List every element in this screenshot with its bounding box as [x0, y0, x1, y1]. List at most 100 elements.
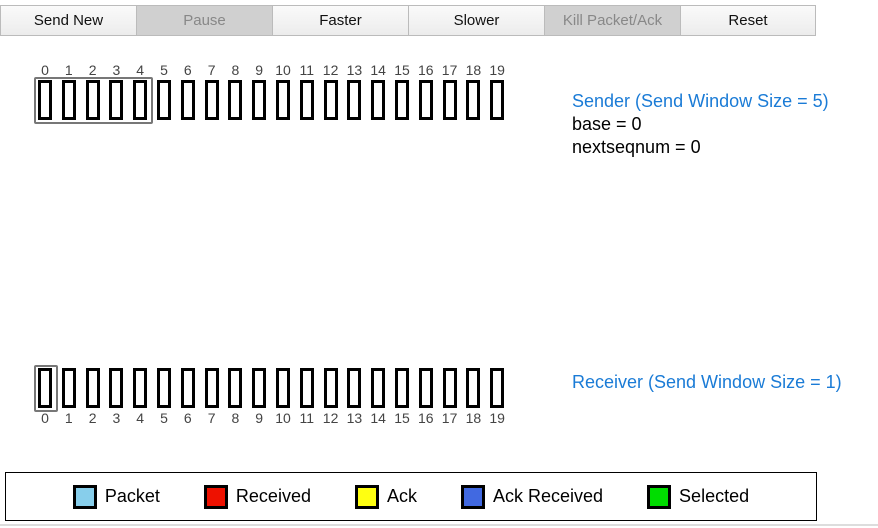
receiver-title: Receiver (Send Window Size = 1) [572, 372, 842, 392]
legend-swatch-icon [460, 484, 485, 509]
legend-swatch-icon [72, 484, 97, 509]
receiver-slot-number: 7 [207, 410, 216, 426]
sender-slot-number: 19 [489, 62, 505, 78]
sender-slot[interactable] [490, 80, 505, 120]
legend-swatch-icon [647, 484, 672, 509]
sender-slot-number: 12 [322, 62, 339, 78]
receiver-slot[interactable] [299, 368, 314, 408]
receiver-slot[interactable] [61, 368, 76, 408]
receiver-slot[interactable] [418, 368, 433, 408]
sender-slot-number: 18 [465, 62, 482, 78]
receiver-slot-number: 15 [394, 410, 410, 426]
divider [0, 524, 878, 526]
receiver-slot[interactable] [395, 368, 409, 408]
receiver-slot-number: 3 [112, 410, 121, 426]
receiver-slot-number: 4 [136, 410, 145, 426]
sender-window [34, 77, 153, 124]
reset-button[interactable]: Reset [680, 5, 816, 36]
sender-slot[interactable] [204, 80, 219, 120]
sender-slot[interactable] [61, 80, 76, 120]
sender-slot[interactable] [157, 80, 171, 120]
legend-swatch-icon [354, 484, 379, 509]
legend-item: Ack [354, 484, 417, 509]
receiver-slot[interactable] [157, 368, 171, 408]
legend-label: Selected [679, 486, 750, 506]
sender-slot-number: 16 [418, 62, 434, 78]
legend-label: Packet [104, 486, 160, 506]
receiver-slot[interactable] [466, 368, 481, 408]
send-new-button[interactable]: Send New [0, 5, 136, 36]
receiver-slot-number: 14 [370, 410, 386, 426]
sender-slot-number: 3 [112, 62, 121, 78]
sender-slot[interactable] [109, 80, 124, 120]
receiver-slot-number: 9 [255, 410, 264, 426]
receiver-slot[interactable] [371, 368, 386, 408]
sender-slot[interactable] [85, 80, 100, 120]
receiver-slot-number: 2 [88, 410, 97, 426]
kill-packet-ack-button[interactable]: Kill Packet/Ack [544, 5, 680, 36]
sender-slot-number: 2 [88, 62, 97, 78]
sender-slot-number: 8 [231, 62, 240, 78]
sender-slot-number: 5 [160, 62, 168, 78]
sender-slot[interactable] [442, 80, 457, 120]
sender-slot[interactable] [276, 80, 290, 120]
sender-info: Sender (Send Window Size = 5) base = 0 n… [572, 90, 829, 159]
sender-slot-number: 4 [136, 62, 145, 78]
receiver-slot[interactable] [490, 368, 505, 408]
receiver-slot[interactable] [323, 368, 338, 408]
sender-slot[interactable] [371, 80, 386, 120]
faster-button[interactable]: Faster [272, 5, 408, 36]
receiver-slot[interactable] [347, 368, 362, 408]
receiver-slot[interactable] [276, 368, 290, 408]
sender-slot[interactable] [180, 80, 195, 120]
receiver-slot-number: 8 [231, 410, 240, 426]
sender-slot[interactable] [38, 80, 52, 120]
sender-slot[interactable] [228, 80, 243, 120]
receiver-slot[interactable] [109, 368, 124, 408]
legend-item: Selected [647, 484, 750, 509]
sender-slot-number: 11 [299, 62, 315, 78]
sender-base: base = 0 [572, 114, 642, 134]
sender-nextseqnum: nextseqnum = 0 [572, 137, 701, 157]
receiver-slot-number: 17 [441, 410, 458, 426]
pause-button[interactable]: Pause [136, 5, 272, 36]
receiver-slot-number: 11 [299, 410, 315, 426]
sender-slot[interactable] [299, 80, 314, 120]
receiver-slot[interactable] [204, 368, 219, 408]
receiver-slot[interactable] [38, 368, 52, 408]
sender-slot[interactable] [466, 80, 481, 120]
sender-title: Sender (Send Window Size = 5) [572, 91, 829, 111]
legend-label: Ack [386, 486, 417, 506]
legend: Packet Received Ack Ack Received Selected [5, 472, 817, 521]
receiver-slot[interactable] [133, 368, 148, 408]
sender-slot[interactable] [323, 80, 338, 120]
receiver-window [34, 365, 58, 412]
legend-label: Ack Received [492, 486, 604, 506]
receiver-slot[interactable] [442, 368, 457, 408]
receiver-slot-number: 10 [275, 410, 291, 426]
slower-button[interactable]: Slower [408, 5, 544, 36]
sender-slot[interactable] [252, 80, 267, 120]
sender-slot[interactable] [347, 80, 362, 120]
receiver-slot-number: 5 [160, 410, 168, 426]
receiver-slot-number: 13 [346, 410, 363, 426]
sender-slot-number: 6 [183, 62, 192, 78]
sender-slot-number: 17 [441, 62, 458, 78]
legend-item: Packet [72, 484, 160, 509]
receiver-slot[interactable] [85, 368, 100, 408]
sender-slot-number: 13 [346, 62, 363, 78]
sender-slot[interactable] [418, 80, 433, 120]
receiver-slot-number: 0 [41, 410, 49, 426]
sender-slot-number: 15 [394, 62, 410, 78]
receiver-slot[interactable] [252, 368, 267, 408]
legend-label: Received [235, 486, 311, 506]
sender-slot-number: 9 [255, 62, 264, 78]
receiver-slot[interactable] [180, 368, 195, 408]
receiver-slot-number: 19 [489, 410, 505, 426]
legend-swatch-icon [203, 484, 228, 509]
sender-slot[interactable] [133, 80, 148, 120]
sender-slot-number: 0 [41, 62, 49, 78]
receiver-slot[interactable] [228, 368, 243, 408]
sender-slot[interactable] [395, 80, 409, 120]
